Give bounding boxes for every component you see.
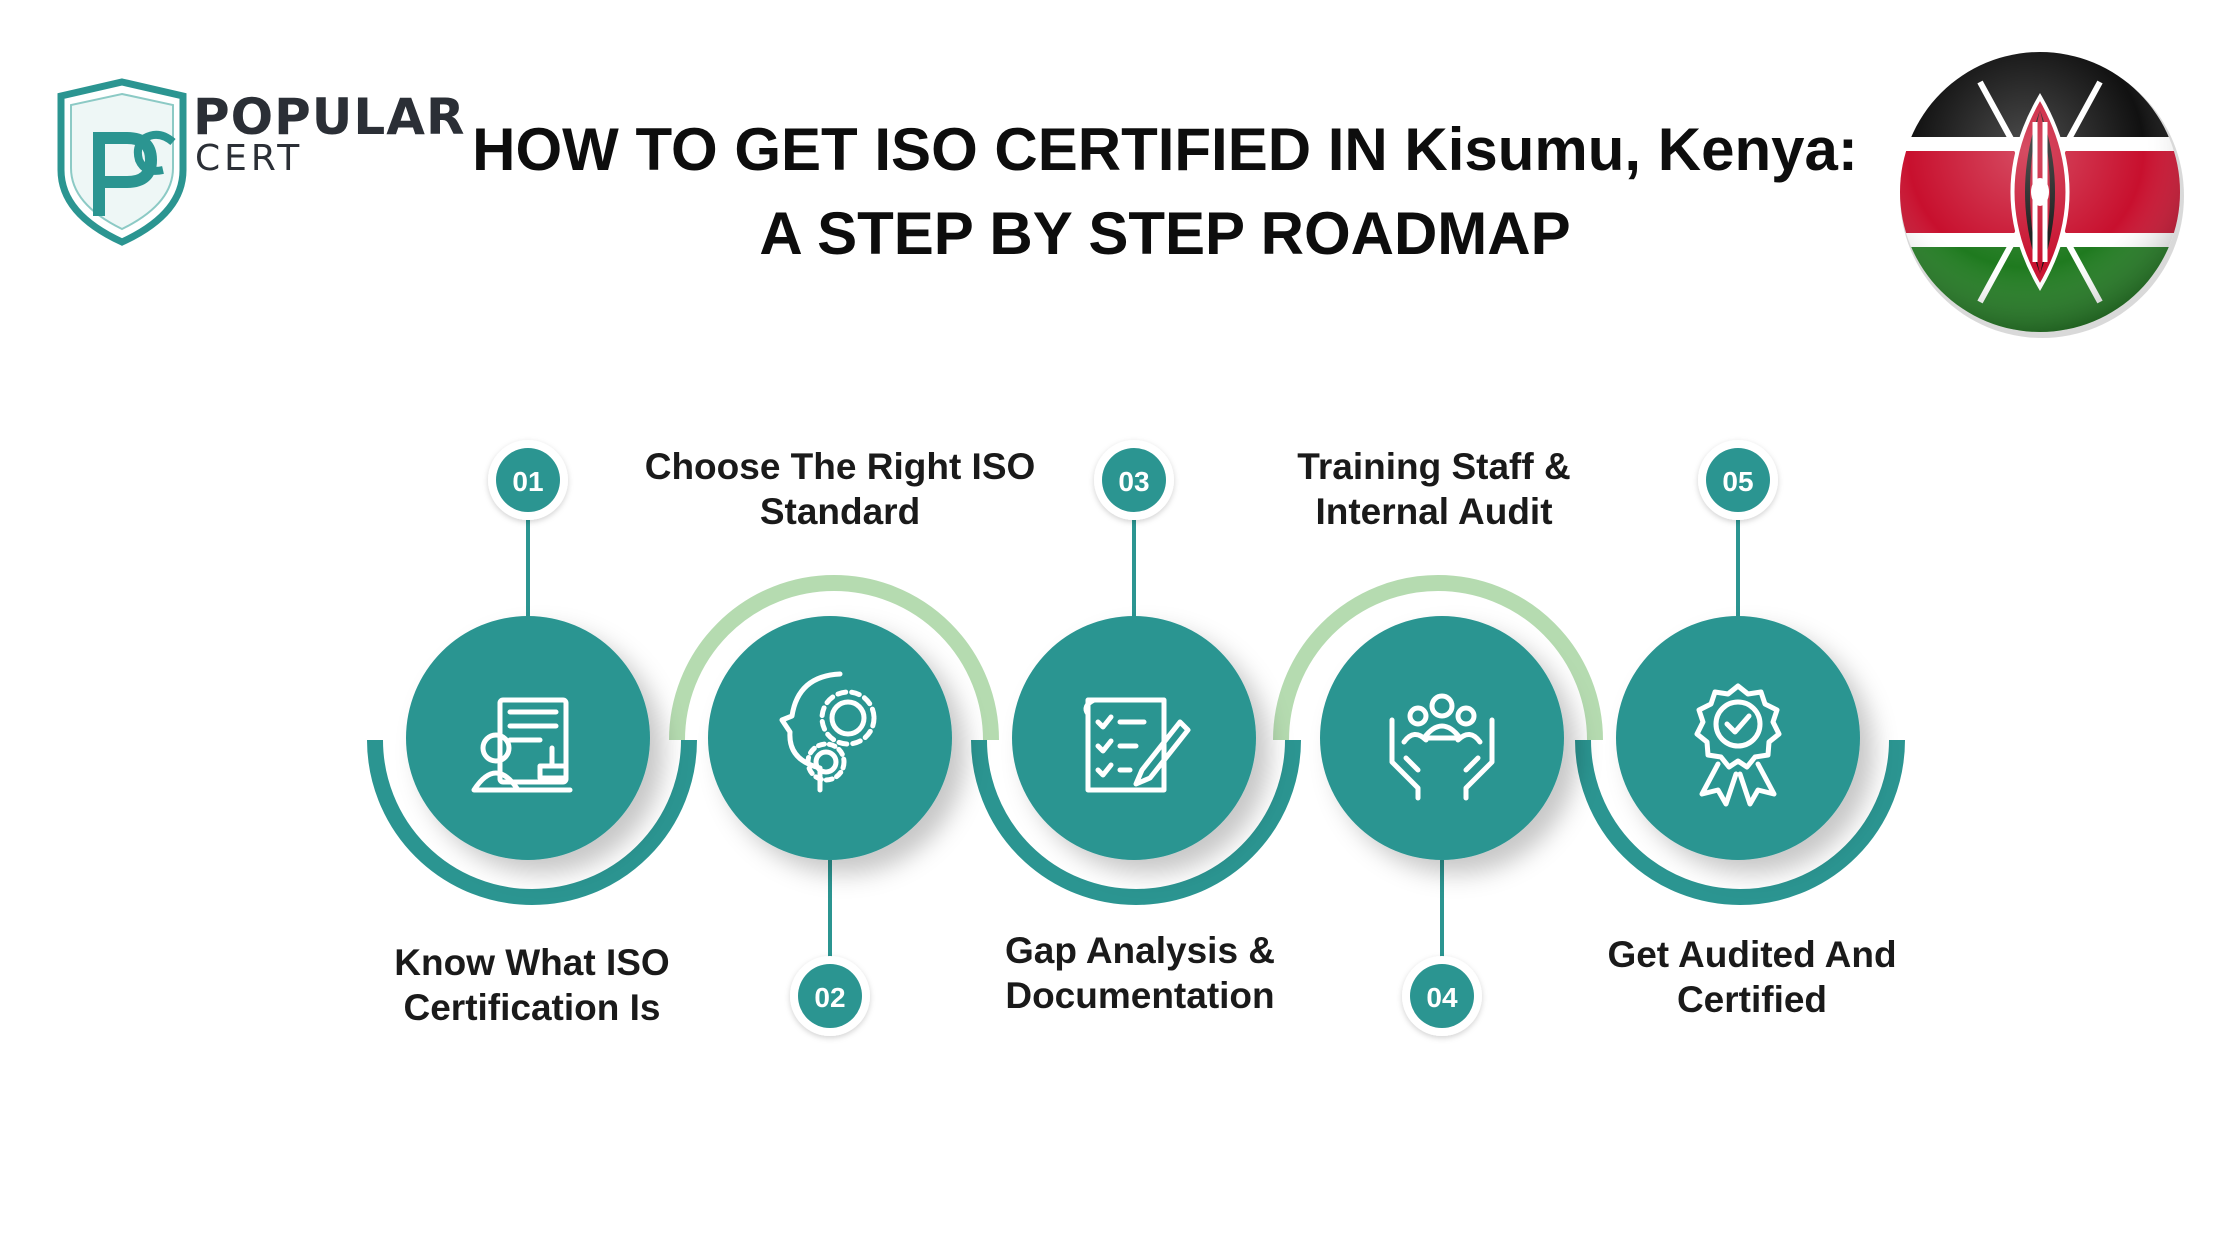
title-line-2: A STEP BY STEP ROADMAP <box>759 200 1571 267</box>
step-label-05-line2: Certified <box>1676 979 1828 1020</box>
step-label-03-line2: Documentation <box>1005 975 1275 1016</box>
step-label-05-line1: Get Audited And <box>1607 934 1897 975</box>
arc-step-04 <box>1273 575 1603 741</box>
step-label-01-line1: Know What ISO <box>394 942 670 983</box>
step-badge-01: 01 <box>488 440 568 520</box>
step-number-05: 05 <box>1722 466 1753 497</box>
step-number-01: 01 <box>512 466 543 497</box>
step-number-03: 03 <box>1118 466 1149 497</box>
step-label-05: Get Audited And Certified <box>1522 932 1982 1022</box>
award-ribbon-icon <box>1694 683 1782 807</box>
step-number-04: 04 <box>1426 982 1458 1013</box>
page-title: HOW TO GET ISO CERTIFIED IN Kisumu, Keny… <box>360 108 1970 276</box>
step-badge-02: 02 <box>790 956 870 1036</box>
step-circle-05 <box>1616 616 1860 860</box>
kenya-flag-icon <box>1900 52 2184 338</box>
step-label-02: Choose The Right ISO Standard <box>610 444 1070 534</box>
brand-logo: POPULAR CERT <box>55 78 464 253</box>
step-label-03: Gap Analysis & Documentation <box>910 928 1370 1018</box>
step-label-04: Training Staff & Internal Audit <box>1204 444 1664 534</box>
step-label-01-line2: Certification Is <box>403 987 661 1028</box>
hands-team-icon <box>1389 693 1495 801</box>
step-label-02-line2: Standard <box>759 491 921 532</box>
brand-name-line2: CERT <box>195 138 304 179</box>
shield-logo-icon <box>57 78 187 246</box>
step-circle-03 <box>1012 616 1256 860</box>
brand-name-line1: POPULAR <box>193 88 466 146</box>
step-label-03-line1: Gap Analysis & <box>1004 930 1276 971</box>
document-person-stamp-icon <box>471 697 573 793</box>
step-badge-05: 05 <box>1698 440 1778 520</box>
arc-step-02 <box>669 575 999 741</box>
step-label-01: Know What ISO Certification Is <box>302 940 762 1030</box>
step-badge-04: 04 <box>1402 956 1482 1036</box>
step-label-04-line2: Internal Audit <box>1315 491 1553 532</box>
step-label-04-line1: Training Staff & <box>1297 446 1571 487</box>
checklist-pen-icon <box>1083 697 1191 793</box>
step-number-02: 02 <box>814 982 845 1013</box>
head-gears-icon <box>779 671 877 793</box>
arc-step-03 <box>971 739 1301 905</box>
step-badge-03: 03 <box>1094 440 1174 520</box>
step-label-02-line1: Choose The Right ISO <box>644 446 1036 487</box>
arc-step-05 <box>1575 739 1905 905</box>
arc-step-01 <box>367 739 697 905</box>
title-line-1: HOW TO GET ISO CERTIFIED IN Kisumu, Keny… <box>472 116 1858 183</box>
